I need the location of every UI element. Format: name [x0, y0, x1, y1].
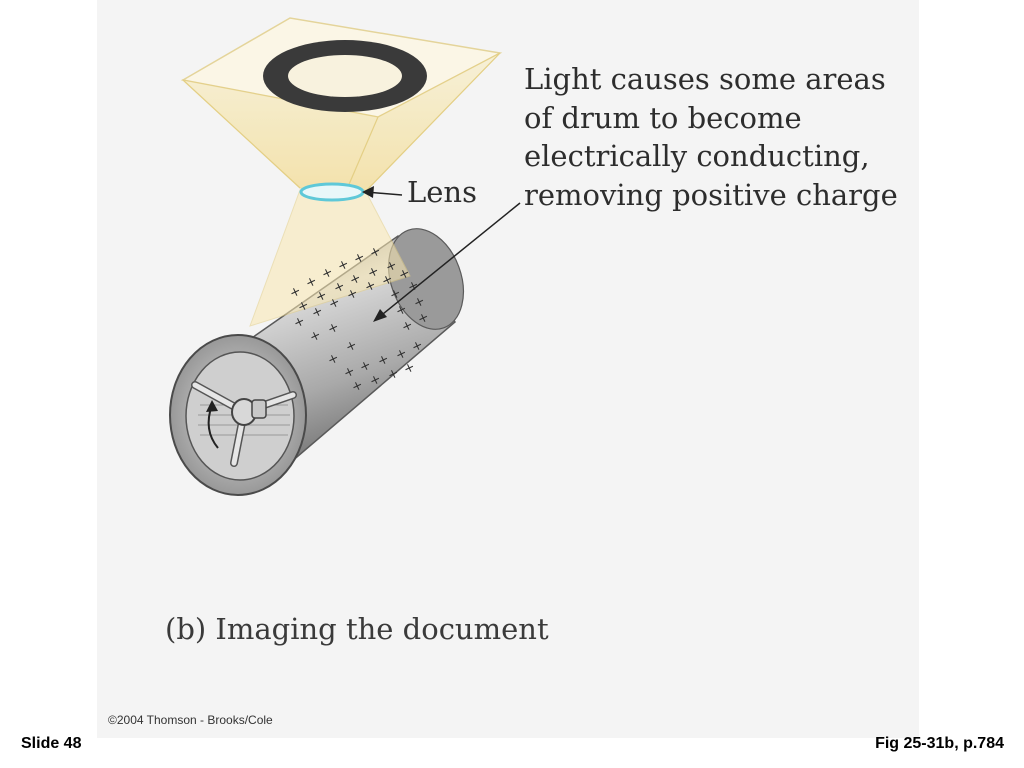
photoconductive-drum [169, 228, 464, 496]
slide-number: Slide 48 [21, 735, 82, 752]
copyright-notice: ©2004 Thomson - Brooks/Cole [108, 713, 273, 727]
lens-label: Lens [407, 175, 477, 209]
positive-charge-mark: + [401, 359, 417, 377]
figure-caption: (b) Imaging the document [165, 612, 549, 646]
annotation-text: Light causes some areas of drum to becom… [524, 60, 944, 214]
annotation-line: removing positive charge [524, 177, 898, 212]
annotation-line: Light causes some areas [524, 62, 886, 96]
document-ring-image [263, 40, 427, 112]
lens-icon [299, 182, 365, 202]
figure-reference: Fig 25-31b, p.784 [875, 735, 1004, 752]
annotation-line: electrically conducting, [524, 139, 870, 173]
annotation-line: of drum to become [524, 100, 802, 135]
annotation-pointer [377, 202, 521, 319]
